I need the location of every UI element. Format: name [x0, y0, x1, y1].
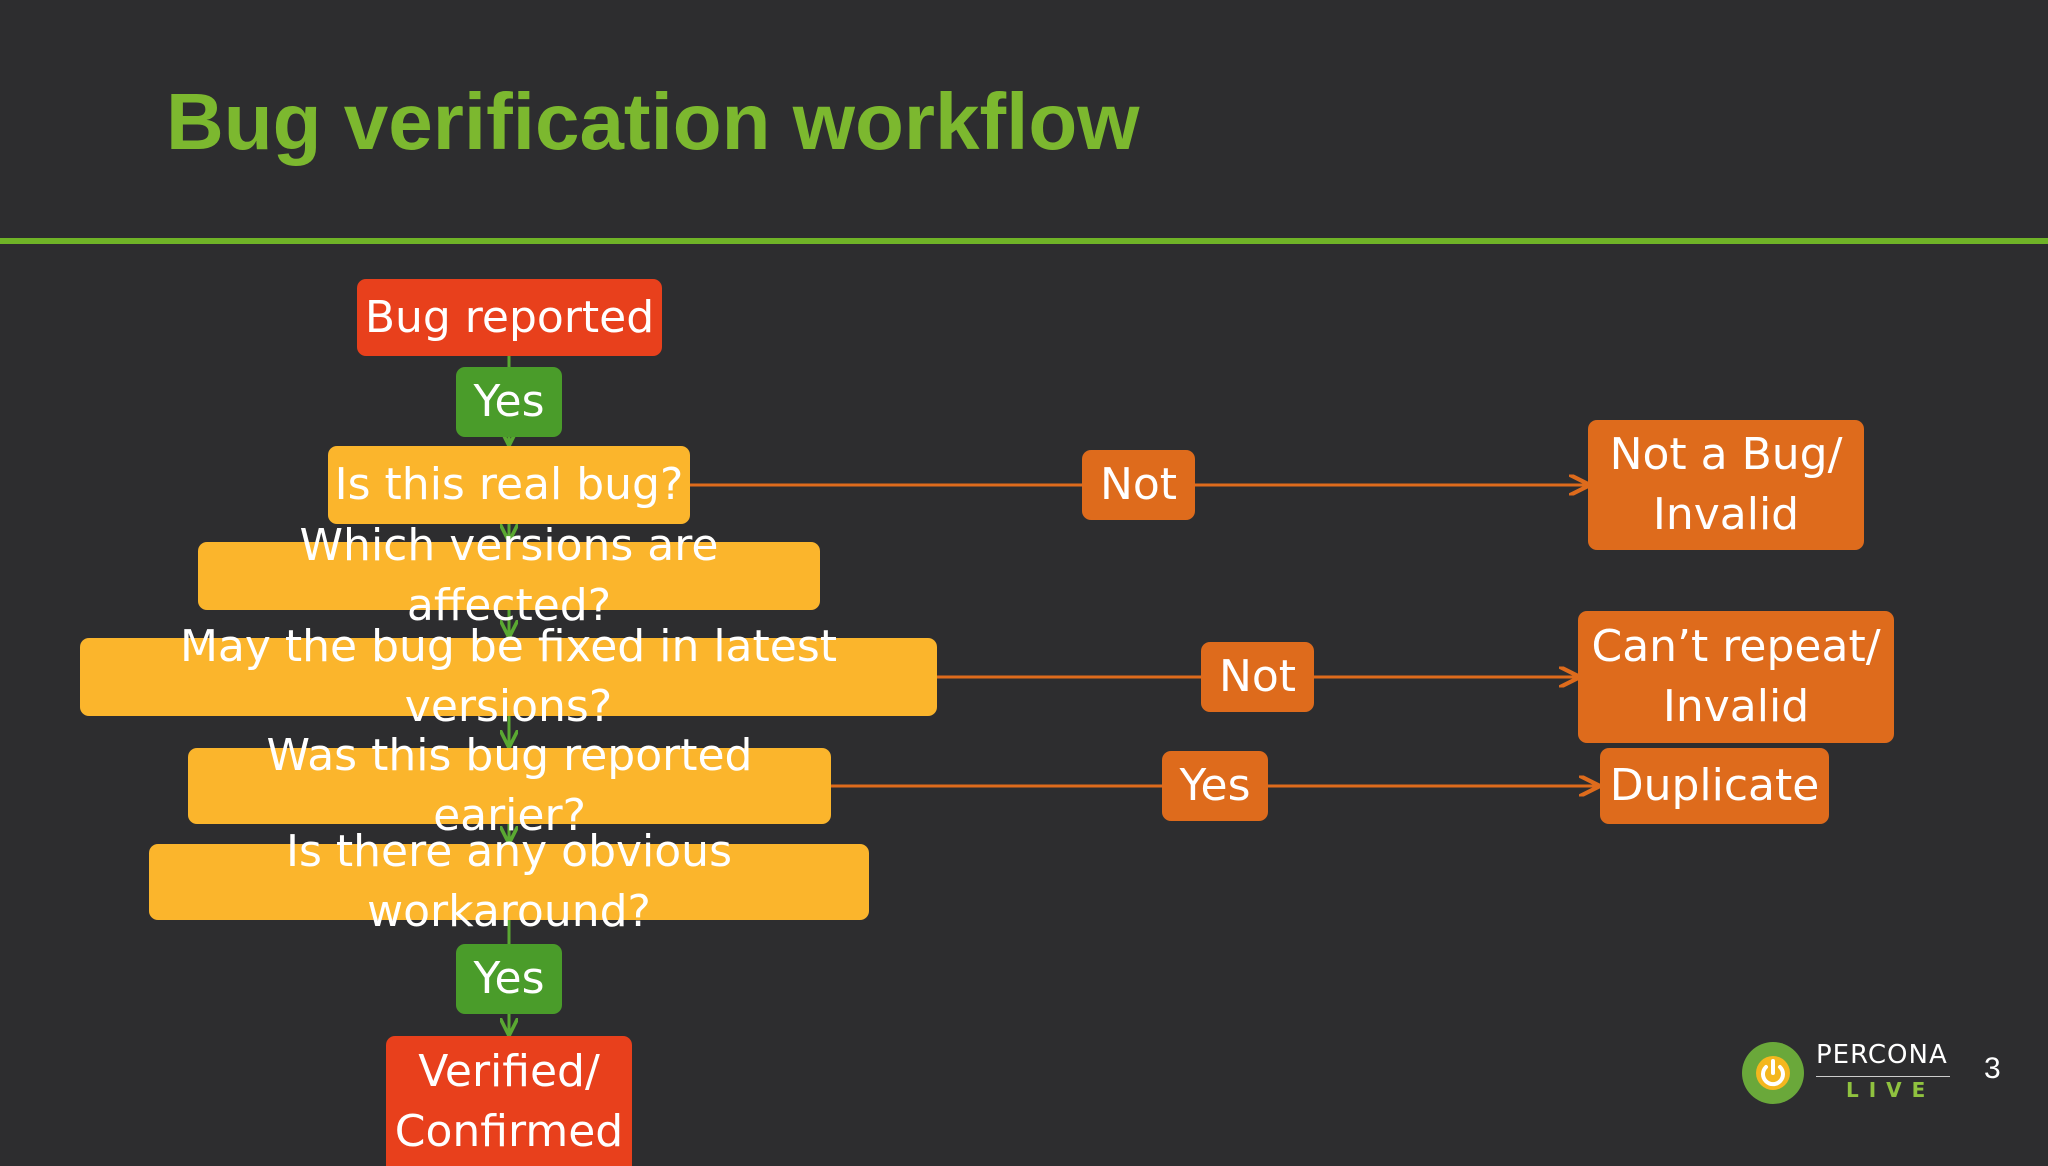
node-reported-earlier: Was this bug reported earier? [188, 730, 831, 841]
node-not-a-bug-invalid: Not a Bug/ Invalid [1588, 420, 1864, 550]
node-is-real-bug: Is this real bug? [328, 446, 690, 524]
page-number: 3 [1984, 1052, 2001, 1085]
node-duplicate: Duplicate [1600, 748, 1829, 824]
node-verified-confirmed: Verified/ Confirmed [386, 1036, 632, 1166]
label-not-cant-repeat: Not [1201, 642, 1314, 712]
slide-title: Bug verification workflow [166, 77, 1140, 166]
logo-subtitle: LIVE [1846, 1078, 1936, 1102]
logo-wordmark: PERCONA [1816, 1040, 1948, 1070]
node-cant-repeat-invalid: Can’t repeat/ Invalid [1578, 611, 1894, 743]
label-yes-top: Yes [456, 367, 562, 437]
label-not-invalid: Not [1082, 450, 1195, 520]
node-bug-reported: Bug reported [357, 279, 662, 356]
node-obvious-workaround: Is there any obvious workaround? [149, 826, 869, 937]
power-icon [1742, 1042, 1804, 1104]
label-yes-duplicate: Yes [1162, 751, 1268, 821]
percona-live-logo: PERCONA LIVE [1742, 1040, 2048, 1110]
node-which-versions: Which versions are affected? [198, 520, 820, 631]
node-fixed-in-latest: May the bug be fixed in latest versions? [80, 621, 937, 732]
logo-divider [1816, 1076, 1950, 1077]
title-divider [0, 238, 2048, 244]
label-yes-bottom: Yes [456, 944, 562, 1014]
